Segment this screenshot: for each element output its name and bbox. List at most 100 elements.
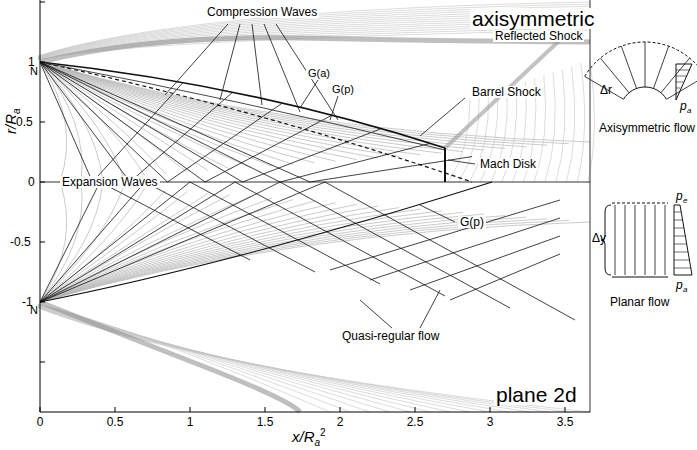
planar-ray xyxy=(665,205,666,275)
g-p-curve xyxy=(40,182,492,302)
curve-label: G(a) xyxy=(306,68,332,79)
hatch xyxy=(674,228,684,229)
tick xyxy=(265,407,266,412)
compression-wave xyxy=(252,24,262,105)
tick-label: 3 xyxy=(487,416,494,428)
annotation: Mach Disk xyxy=(478,158,538,170)
planar-ray xyxy=(615,205,616,275)
leader-line xyxy=(330,96,338,120)
tick-label: 2.5 xyxy=(407,416,424,428)
tick xyxy=(415,407,416,412)
compression-wave xyxy=(264,24,300,112)
x-axis xyxy=(40,412,590,413)
tick-label: -0.5 xyxy=(10,236,31,248)
tick xyxy=(565,407,566,412)
tick xyxy=(490,407,491,412)
hatch xyxy=(674,260,689,261)
contour-line xyxy=(38,308,590,412)
tick-label: 0 xyxy=(37,416,44,428)
contour-line xyxy=(40,62,569,144)
inset-caption: Planar flow xyxy=(610,296,669,308)
density-contours xyxy=(38,2,595,412)
hatch xyxy=(676,76,687,77)
leader-line xyxy=(360,300,392,328)
inset-label: Δr xyxy=(600,84,612,96)
contour-line xyxy=(38,306,430,412)
hatch xyxy=(676,82,684,83)
leader-line xyxy=(300,80,318,108)
tick xyxy=(40,122,45,123)
expansion-wave xyxy=(40,182,190,302)
expansion-wave xyxy=(40,182,325,302)
hatch xyxy=(674,244,687,245)
annotation: Barrel Shock xyxy=(470,86,543,98)
pressure-triangle xyxy=(676,64,692,100)
tick xyxy=(40,62,45,63)
characteristic-lines xyxy=(40,24,575,328)
region-title: plane 2d xyxy=(494,384,579,405)
superscript: 2 xyxy=(320,427,326,438)
reflected-wave xyxy=(310,157,472,182)
expansion-wave xyxy=(40,62,205,182)
annotation: Quasi-regular flow xyxy=(340,330,441,342)
hatch xyxy=(674,236,685,237)
planar-ray xyxy=(625,205,626,275)
contour-line xyxy=(40,62,463,152)
planar-ray xyxy=(635,205,636,275)
g-p-curve xyxy=(40,62,445,150)
reflected-wave xyxy=(168,104,282,182)
contour-line xyxy=(38,306,490,412)
tick-label: 1 xyxy=(187,416,194,428)
tick xyxy=(190,407,191,412)
axisym-ray xyxy=(621,46,636,88)
contour-line xyxy=(40,62,484,150)
tick xyxy=(40,407,41,412)
contour-line xyxy=(40,220,569,302)
contour-line xyxy=(40,62,420,155)
expansion-wave xyxy=(40,62,310,182)
quasi-regular-line xyxy=(450,254,560,300)
hatch xyxy=(674,252,688,253)
contour-line xyxy=(40,62,505,148)
expansion-wave xyxy=(40,182,235,302)
compression-wave xyxy=(276,24,338,120)
inset-label: p xyxy=(676,190,683,202)
subscript: a xyxy=(11,108,22,114)
contour-line xyxy=(40,193,208,302)
flow-insets xyxy=(585,42,697,277)
contour-line xyxy=(38,307,550,412)
annotation: Reflected Shock xyxy=(493,30,584,42)
planar-edge xyxy=(612,203,668,204)
inset-label: p xyxy=(676,279,683,291)
expansion-wave xyxy=(40,62,243,182)
tick-label: 0 xyxy=(28,176,35,188)
tick-label: 1.5 xyxy=(257,416,274,428)
planar-ray xyxy=(645,205,646,275)
subscript: a xyxy=(683,286,687,294)
axisym-ray xyxy=(661,58,690,93)
contour-line xyxy=(40,214,484,302)
leader-line xyxy=(448,160,475,164)
g-a-curve xyxy=(40,62,472,182)
hatch xyxy=(676,70,690,71)
tick xyxy=(115,407,116,412)
inset-label: p xyxy=(680,100,687,112)
curve-label: G(p) xyxy=(330,84,356,95)
contour-line xyxy=(588,60,595,182)
panel-divider xyxy=(590,0,591,412)
contour-line xyxy=(577,63,584,182)
reflected-wave xyxy=(190,182,380,284)
reflected-shock xyxy=(445,40,560,148)
axis-title: x/R xyxy=(292,428,315,445)
contour-line xyxy=(40,62,548,145)
reflected-wave xyxy=(280,143,430,182)
mach-disk xyxy=(444,148,446,182)
inset-caption: Axisymmetric flow xyxy=(599,122,695,134)
tick xyxy=(40,362,45,363)
tick-label: -1 xyxy=(22,296,33,308)
plot-frame xyxy=(40,0,590,412)
expansion-wave xyxy=(40,182,145,302)
contour-line xyxy=(556,69,565,182)
reflected-wave xyxy=(235,182,445,296)
